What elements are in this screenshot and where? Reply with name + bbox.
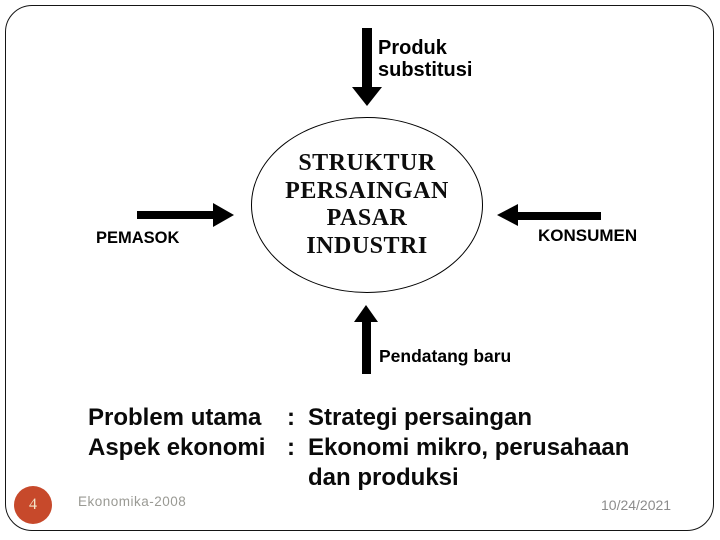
produk-substitusi-label-line2: substitusi [378,59,473,81]
pemasok-arrow-head-icon [213,203,234,227]
summary-row3-label [88,463,287,493]
ellipse-line3: PASAR [326,205,408,231]
summary-row3-value: dan produksi [308,464,459,491]
ellipse-line2: PERSAINGAN [285,177,449,204]
konsumen-arrow [516,212,601,220]
pemasok-label: PEMASOK [96,229,180,247]
footer-course-label: Ekonomika-2008 [78,494,187,509]
pendatang-baru-arrow [362,321,371,374]
produk-substitusi-arrow-head-icon [352,87,382,106]
pendatang-baru-arrow-head-icon [354,305,378,322]
summary-block: Problem utama : Strategi persaingan Aspe… [88,403,629,493]
konsumen-label: KONSUMEN [538,226,638,245]
produk-substitusi-arrow [362,28,372,88]
produk-substitusi-label: Produk substitusi [378,37,472,81]
summary-row2-value: Ekonomi mikro, perusahaan [308,434,630,461]
pemasok-arrow [137,211,215,219]
summary-row2-label: Aspek ekonomi [88,434,266,461]
ellipse-line4: INDUSTRI [306,232,428,259]
slide-frame [5,5,714,531]
ellipse-line1: STRUKTUR [298,150,436,176]
summary-row1-label: Problem utama [88,404,262,431]
konsumen-arrow-head-icon [497,204,518,226]
summary-row2-sep: : [287,434,295,461]
slide-number: 4 [29,496,37,513]
footer-date: 10/24/2021 [601,497,672,513]
produk-substitusi-label-line1: Produk [378,37,447,59]
pendatang-baru-label: Pendatang baru [379,346,512,366]
summary-row1-value: Strategi persaingan [308,404,533,431]
market-structure-ellipse: STRUKTUR PERSAINGAN PASAR INDUSTRI [251,117,483,293]
slide-number-badge: 4 [14,486,52,524]
summary-row1-sep: : [287,404,295,431]
summary-row3-sep [287,463,308,493]
